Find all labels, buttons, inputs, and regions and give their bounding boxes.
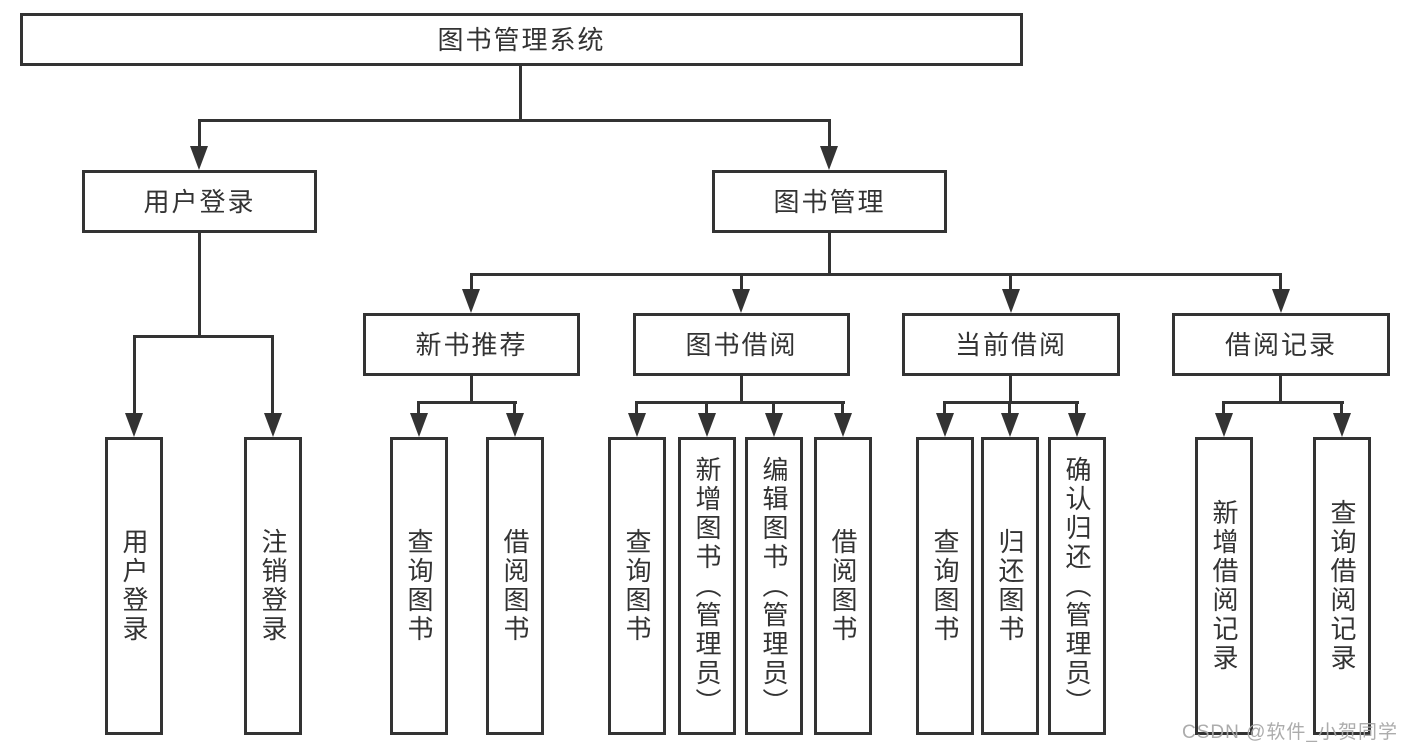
node-leaf-cb-confirm-return-label: 确认归还（管理员） — [1062, 455, 1092, 717]
node-leaf-user-login: 用户登录 — [105, 437, 163, 735]
edge-arrowhead-icon — [506, 413, 524, 437]
edge-line — [519, 65, 522, 121]
node-leaf-bb-add-book-label: 新增图书（管理员） — [692, 455, 722, 717]
edge-arrowhead-icon — [936, 413, 954, 437]
edge-arrowhead-icon — [1215, 413, 1233, 437]
node-borrow-record-label: 借阅记录 — [1224, 329, 1337, 360]
edge-line — [198, 119, 831, 122]
edge-line — [635, 401, 638, 417]
node-current-borrow: 当前借阅 — [902, 313, 1120, 376]
node-book-borrow-label: 图书借阅 — [685, 329, 798, 360]
node-book-mgmt: 图书管理 — [712, 170, 947, 233]
node-leaf-cb-return-book-label: 归还图书 — [995, 528, 1025, 644]
edge-line — [470, 273, 1282, 276]
node-current-borrow-label: 当前借阅 — [954, 329, 1067, 360]
node-new-book-rec-label: 新书推荐 — [415, 329, 528, 360]
edge-arrowhead-icon — [628, 413, 646, 437]
node-leaf-bb-borrow-book-label: 借阅图书 — [828, 528, 858, 644]
edge-line — [828, 119, 831, 149]
edge-line — [1009, 273, 1012, 293]
edge-line — [740, 375, 743, 404]
node-leaf-user-login-label: 用户登录 — [119, 528, 149, 644]
node-leaf-bb-edit-book-label: 编辑图书（管理员） — [759, 455, 789, 717]
edge-line — [1222, 401, 1344, 404]
edge-arrowhead-icon — [462, 289, 480, 313]
edge-line — [1279, 273, 1282, 293]
edge-arrowhead-icon — [1272, 289, 1290, 313]
node-root-label: 图书管理系统 — [437, 24, 606, 55]
edge-line — [635, 401, 845, 404]
edge-arrowhead-icon — [732, 289, 750, 313]
node-leaf-bb-add-book: 新增图书（管理员） — [678, 437, 736, 735]
node-leaf-bb-query-book-label: 查询图书 — [622, 528, 652, 644]
edge-line — [705, 401, 708, 417]
edge-line — [1009, 375, 1012, 404]
node-new-book-rec: 新书推荐 — [363, 313, 580, 376]
edge-line — [417, 401, 420, 417]
node-leaf-cb-return-book: 归还图书 — [981, 437, 1039, 735]
edge-line — [1340, 401, 1343, 417]
edge-line — [470, 273, 473, 293]
node-leaf-cb-confirm-return: 确认归还（管理员） — [1048, 437, 1106, 735]
edge-line — [943, 401, 946, 417]
edge-arrowhead-icon — [1001, 413, 1019, 437]
edge-arrowhead-icon — [765, 413, 783, 437]
edge-arrowhead-icon — [834, 413, 852, 437]
node-leaf-br-add-record: 新增借阅记录 — [1195, 437, 1253, 735]
node-leaf-nbr-borrow-book: 借阅图书 — [486, 437, 544, 735]
edge-line — [513, 401, 516, 417]
edge-arrowhead-icon — [1068, 413, 1086, 437]
node-book-borrow: 图书借阅 — [633, 313, 850, 376]
node-root: 图书管理系统 — [20, 13, 1023, 66]
edge-line — [1222, 401, 1225, 417]
edge-line — [772, 401, 775, 417]
node-leaf-bb-borrow-book: 借阅图书 — [814, 437, 872, 735]
edge-line — [470, 375, 473, 404]
node-leaf-bb-edit-book: 编辑图书（管理员） — [745, 437, 803, 735]
node-leaf-br-query-record: 查询借阅记录 — [1313, 437, 1371, 735]
node-leaf-br-query-record-label: 查询借阅记录 — [1327, 499, 1357, 673]
edge-arrowhead-icon — [1002, 289, 1020, 313]
node-book-mgmt-label: 图书管理 — [773, 186, 886, 217]
node-leaf-logout-label: 注销登录 — [258, 528, 288, 644]
node-leaf-nbr-query-book-label: 查询图书 — [404, 528, 434, 644]
edge-line — [841, 401, 844, 417]
edge-arrowhead-icon — [264, 413, 282, 437]
node-leaf-nbr-query-book: 查询图书 — [390, 437, 448, 735]
node-leaf-br-add-record-label: 新增借阅记录 — [1209, 499, 1239, 673]
edge-line — [740, 273, 743, 293]
node-leaf-nbr-borrow-book-label: 借阅图书 — [500, 528, 530, 644]
edge-arrowhead-icon — [698, 413, 716, 437]
edge-line — [198, 233, 201, 338]
edge-line — [271, 335, 274, 417]
edge-arrowhead-icon — [125, 413, 143, 437]
edge-line — [133, 335, 136, 417]
node-user-login-label: 用户登录 — [143, 186, 256, 217]
node-borrow-record: 借阅记录 — [1172, 313, 1390, 376]
edge-arrowhead-icon — [820, 146, 838, 170]
edge-line — [133, 335, 274, 338]
edge-line — [1008, 401, 1011, 417]
node-leaf-cb-query-book-label: 查询图书 — [930, 528, 960, 644]
edge-arrowhead-icon — [190, 146, 208, 170]
edge-line — [1279, 375, 1282, 404]
edge-line — [828, 232, 831, 276]
node-leaf-cb-query-book: 查询图书 — [916, 437, 974, 735]
edge-arrowhead-icon — [1333, 413, 1351, 437]
csdn-watermark: CSDN @软件_小贺同学 — [1182, 722, 1398, 743]
node-user-login: 用户登录 — [82, 170, 317, 233]
edge-line — [943, 401, 1079, 404]
node-leaf-logout: 注销登录 — [244, 437, 302, 735]
node-leaf-bb-query-book: 查询图书 — [608, 437, 666, 735]
edge-arrowhead-icon — [410, 413, 428, 437]
edge-line — [417, 401, 517, 404]
edge-line — [198, 119, 201, 149]
edge-line — [1075, 401, 1078, 417]
